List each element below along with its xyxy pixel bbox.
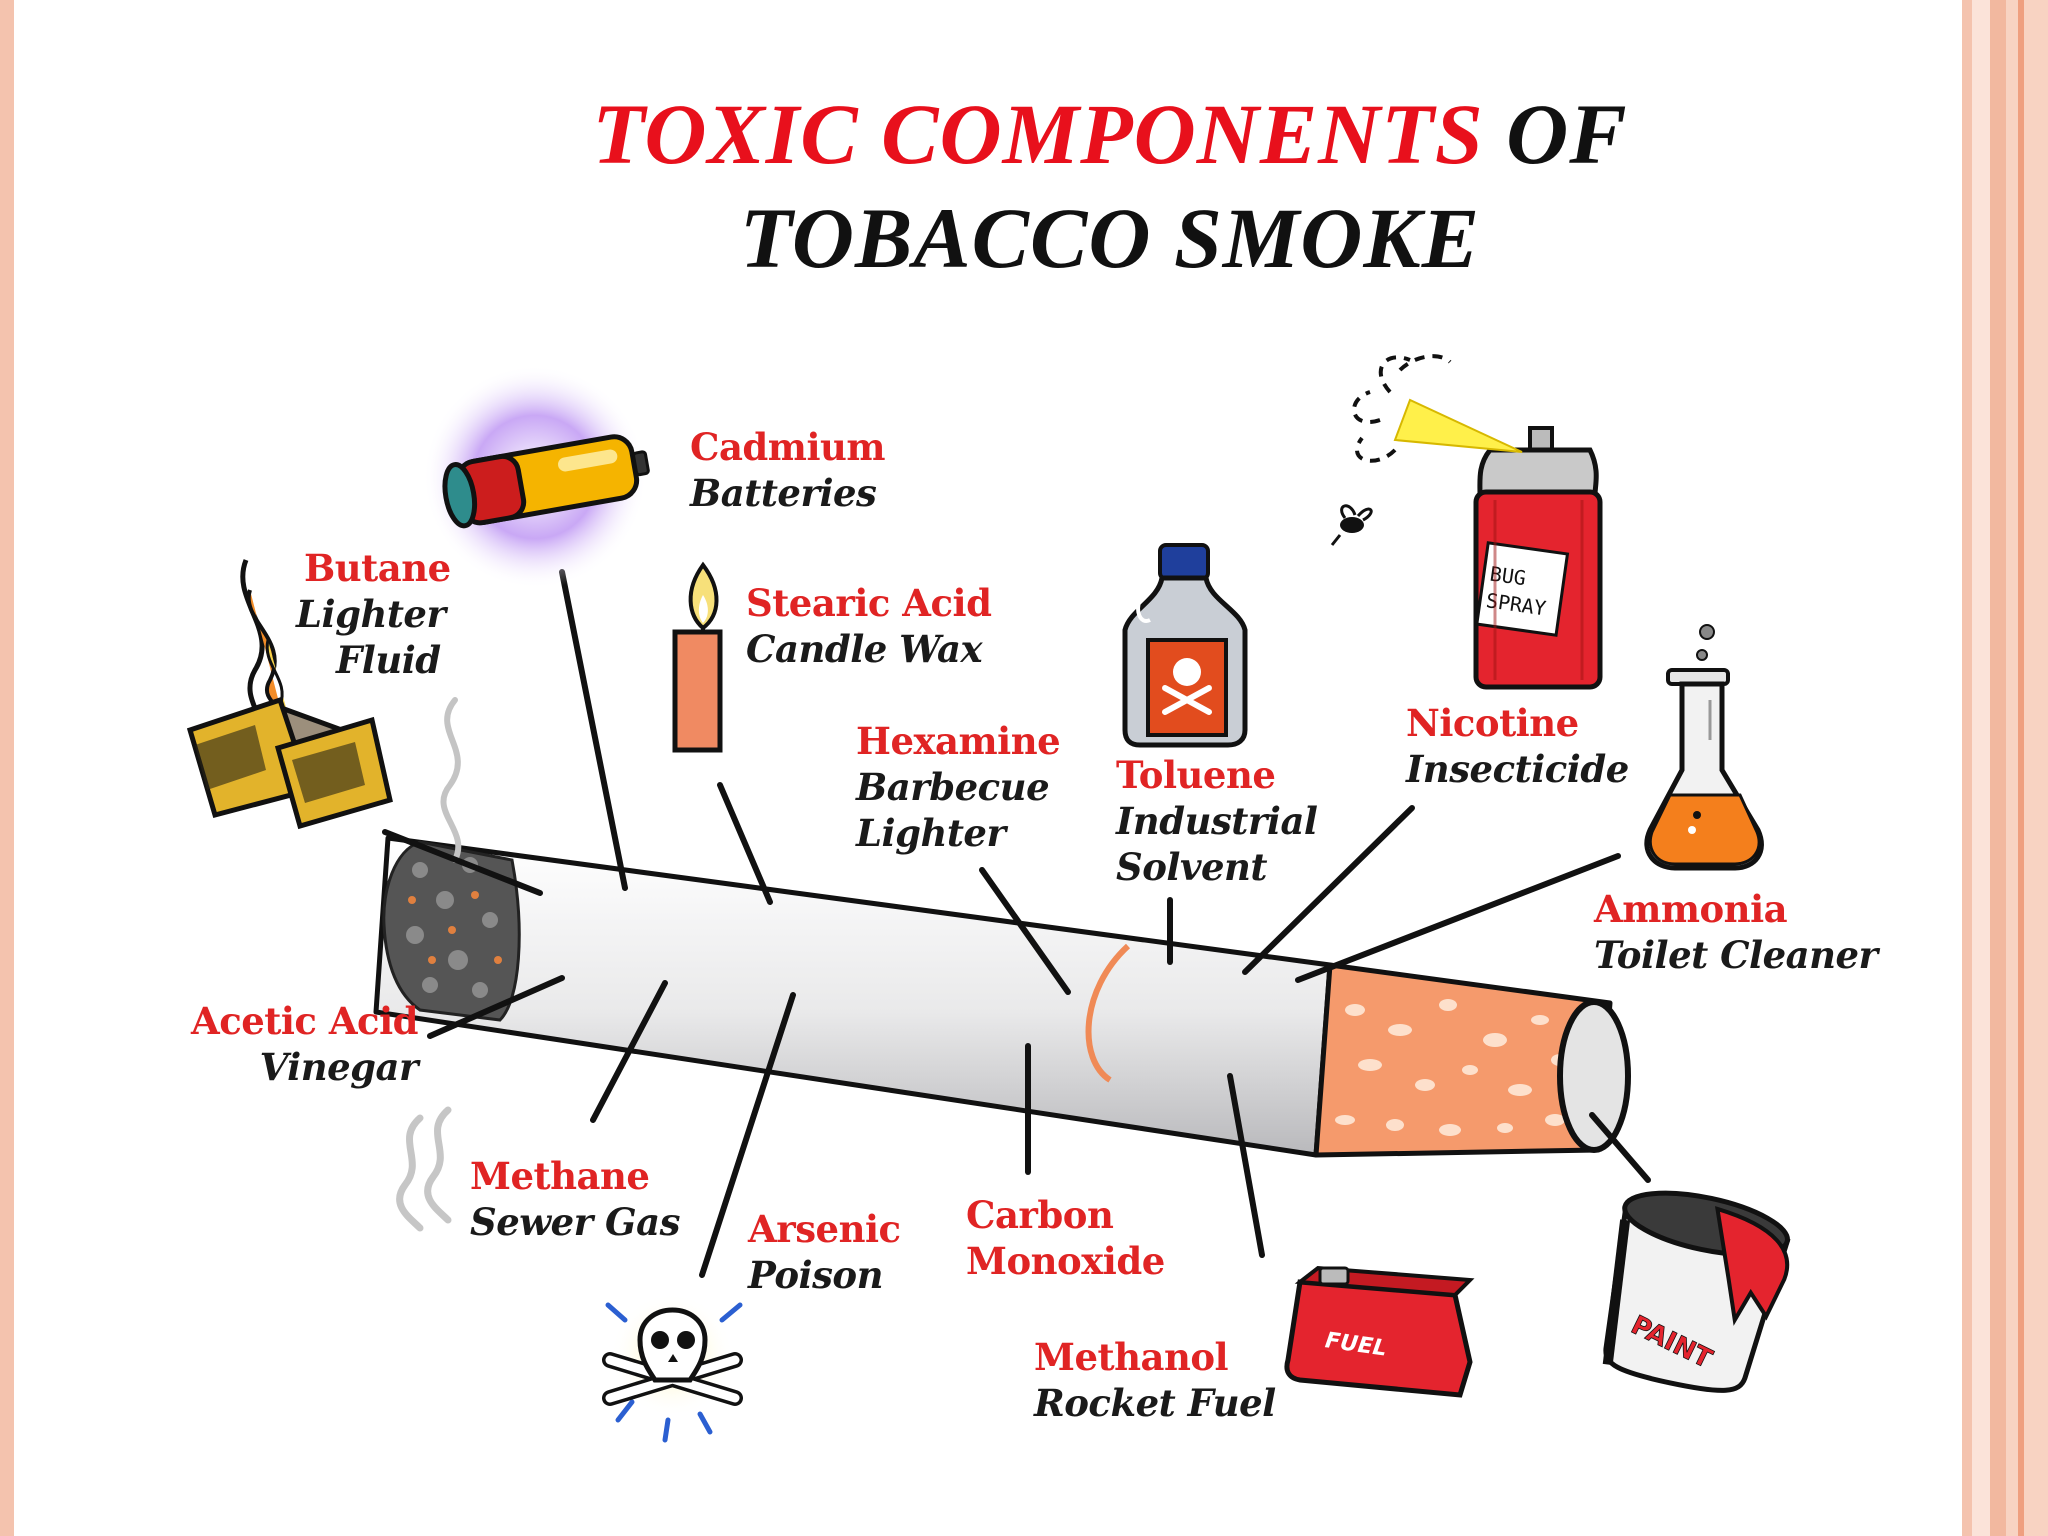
chemical-name: Butane bbox=[304, 546, 451, 590]
label-ammonia: Ammonia Toilet Cleaner bbox=[1594, 886, 1878, 978]
leader-butane bbox=[382, 829, 543, 896]
common-use-line2: Fluid bbox=[336, 638, 441, 682]
page-title: TOXIC COMPONENTS OF TOBACCO SMOKE bbox=[440, 82, 1780, 290]
label-toluene: Toluene Industrial Solvent bbox=[1116, 752, 1318, 890]
slide-frame-right-band bbox=[2018, 0, 2024, 1536]
chemical-name: Methane bbox=[470, 1154, 650, 1198]
chemical-name: Methanol bbox=[1034, 1335, 1229, 1379]
title-line2: TOBACCO SMOKE bbox=[739, 190, 1481, 286]
chemical-name: Cadmium bbox=[690, 425, 886, 469]
common-use: Industrial bbox=[1116, 799, 1318, 843]
paint-can-icon: PAINT bbox=[1602, 1190, 1791, 1393]
solvent-bottle-icon bbox=[1122, 543, 1248, 748]
common-use: Rocket Fuel bbox=[1034, 1381, 1276, 1425]
common-use: Insecticide bbox=[1406, 747, 1629, 791]
slide-frame-right-band bbox=[1990, 0, 2006, 1536]
slide-frame-right bbox=[1962, 0, 1972, 1536]
common-use: Candle Wax bbox=[746, 627, 983, 671]
leader-stearic bbox=[717, 782, 773, 905]
lighter-icon bbox=[186, 559, 393, 830]
chemical-name: Hexamine bbox=[856, 719, 1061, 763]
leader-arsenic bbox=[699, 992, 796, 1278]
chemical-name: Ammonia bbox=[1594, 887, 1788, 931]
cigarette-icon bbox=[373, 697, 1631, 1158]
label-acetic-acid: Acetic Acid Vinegar bbox=[188, 998, 419, 1090]
common-use: Toilet Cleaner bbox=[1594, 933, 1878, 977]
leader-methane bbox=[590, 980, 668, 1123]
common-use: Poison bbox=[748, 1253, 883, 1297]
leader-nicotine bbox=[1242, 805, 1415, 975]
chemical-name: Nicotine bbox=[1406, 701, 1579, 745]
leader-lines bbox=[382, 569, 1651, 1278]
label-methanol: Methanol Rocket Fuel bbox=[1034, 1334, 1276, 1426]
battery-icon bbox=[423, 365, 650, 589]
slide-frame-right-band bbox=[1972, 0, 1990, 1536]
common-use: Vinegar bbox=[259, 1045, 419, 1089]
label-methane: Methane Sewer Gas bbox=[470, 1153, 680, 1245]
title-line1-rest: OF bbox=[1483, 86, 1628, 182]
common-use-line2: Lighter bbox=[856, 811, 1006, 855]
common-use: Barbecue bbox=[856, 765, 1050, 809]
label-butane: Butane Lighter Fluid bbox=[296, 545, 451, 683]
skull-crossbones-icon bbox=[602, 1293, 743, 1443]
common-use-line2: Solvent bbox=[1116, 845, 1268, 889]
gas-fumes-icon bbox=[396, 1106, 452, 1232]
bug-spray-icon: BUG SPRAY bbox=[1330, 354, 1603, 690]
label-cadmium: Cadmium Batteries bbox=[690, 424, 886, 516]
chemical-name: Carbon bbox=[966, 1193, 1114, 1237]
slide-frame-left bbox=[0, 0, 14, 1536]
chemical-name: Stearic Acid bbox=[746, 581, 992, 625]
chemical-name: Acetic Acid bbox=[191, 999, 419, 1043]
flask-icon bbox=[1644, 624, 1764, 871]
leader-hexamine bbox=[979, 867, 1071, 995]
leader-ammonia bbox=[1295, 853, 1621, 983]
fly-icon bbox=[1330, 504, 1373, 546]
common-use: Sewer Gas bbox=[470, 1200, 680, 1244]
label-carbon-monoxide: Carbon Monoxide bbox=[966, 1192, 1165, 1284]
chemical-name: Toluene bbox=[1116, 753, 1276, 797]
label-hexamine: Hexamine Barbecue Lighter bbox=[856, 718, 1061, 856]
leader-paint bbox=[1589, 1112, 1651, 1183]
slide-frame-right-band bbox=[2006, 0, 2048, 1536]
chemical-name-line2: Monoxide bbox=[966, 1239, 1165, 1283]
common-use: Lighter bbox=[296, 592, 446, 636]
fuel-can-icon: FUEL bbox=[1284, 1265, 1475, 1398]
leader-methanol bbox=[1227, 1073, 1265, 1258]
chemical-name: Arsenic bbox=[748, 1207, 901, 1251]
label-stearic-acid: Stearic Acid Candle Wax bbox=[746, 580, 992, 672]
leader-acetic bbox=[427, 975, 565, 1039]
title-accent: TOXIC COMPONENTS bbox=[592, 86, 1484, 182]
label-arsenic: Arsenic Poison bbox=[748, 1206, 901, 1298]
leader-cadmium bbox=[559, 569, 628, 891]
label-nicotine: Nicotine Insecticide bbox=[1406, 700, 1629, 792]
candle-icon bbox=[672, 561, 723, 753]
common-use: Batteries bbox=[690, 471, 877, 515]
